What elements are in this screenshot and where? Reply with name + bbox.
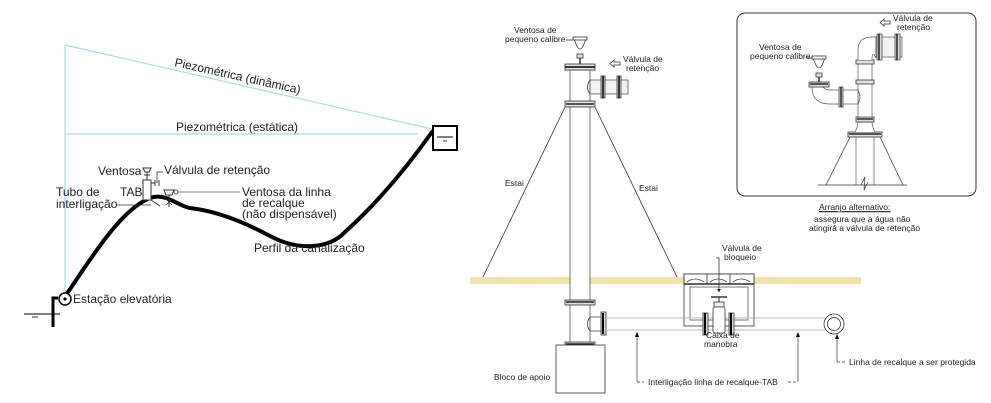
label-ventosa-linha-1: Ventosa da linha xyxy=(242,185,331,199)
inset-caption-title: Arranjo alternativo: xyxy=(819,202,890,212)
small-air-valve xyxy=(566,36,588,64)
tab-tank-small xyxy=(117,167,163,207)
inset-arrow-left-icon xyxy=(879,18,891,27)
inset-caption-line-2: atingirá a válvula de retenção xyxy=(809,223,920,233)
ventosa-icon xyxy=(142,167,152,180)
label-ventosa-pc-1: Ventosa de xyxy=(514,25,557,35)
inset-air-valve xyxy=(806,55,827,82)
tab-vertical-pipe xyxy=(564,63,596,371)
label-ventosa: Ventosa xyxy=(98,164,142,178)
label-valvula-bloq-1: Válvula de xyxy=(722,243,762,253)
label-ventosa-linha-3: (não dispensável) xyxy=(242,207,337,221)
label-tab: TAB xyxy=(120,185,142,199)
label-linha-protegida: Linha de recalque a ser protegida xyxy=(849,357,976,367)
stay-cable-left xyxy=(482,104,567,278)
piezometric-dynamic-line xyxy=(64,44,433,130)
gate-valve-icon xyxy=(702,257,735,336)
inset-label-ventosa-pc-2: pequeno calibre xyxy=(750,51,811,61)
support-block xyxy=(555,344,606,394)
ground-level-band xyxy=(470,277,861,284)
label-ventosa-linha-2: de recalque xyxy=(242,196,305,210)
alternative-arrangement-inset: Válvula de retenção Ventosa de pequeno c… xyxy=(736,12,977,233)
label-valvula-retencao: Válvula de retenção xyxy=(164,163,270,177)
inset-base xyxy=(818,116,907,191)
label-tubo-de: Tubo de xyxy=(56,185,100,199)
leader-lines xyxy=(635,332,846,383)
pipeline-profile-curve xyxy=(62,130,434,300)
label-piezo-dynamic: Piezométrica (dinâmica) xyxy=(173,55,302,97)
label-interligacao-tab: Interligação linha de recalque-TAB xyxy=(648,377,778,387)
upper-reservoir xyxy=(432,125,458,151)
label-valvula-bloq-2: bloqueio xyxy=(724,252,756,262)
label-valvula-ret-1: Válvula de xyxy=(623,54,663,64)
label-estai-right: Estai xyxy=(639,183,658,193)
label-caixa-2: manobra xyxy=(704,339,738,349)
label-perfil-canalizacao: Perfil da canalização xyxy=(254,241,365,255)
pump-station xyxy=(24,292,72,327)
inset-label-valvula-ret-1: Válvula de xyxy=(893,13,933,23)
inset-frame xyxy=(736,12,977,197)
pipeline-profile-diagram: Piezométrica (dinâmica) Piezométrica (es… xyxy=(24,44,458,327)
label-caixa-1: Caixa de xyxy=(706,330,740,340)
label-estai-left: Estai xyxy=(505,178,524,188)
label-interligacao: interligação xyxy=(56,197,118,211)
label-piezo-static: Piezométrica (estática) xyxy=(176,120,298,134)
valve-chamber xyxy=(683,257,755,336)
label-bloco-apoio: Bloco de apoio xyxy=(494,372,551,382)
label-ventosa-pc-2: pequeno calibre xyxy=(505,34,566,44)
label-estacao-elevatoria: Estação elevatória xyxy=(73,292,172,306)
tab-installation-detail: Estai Estai Ventosa de pequeno calibr xyxy=(470,25,976,394)
line-air-valve xyxy=(163,189,240,207)
horizontal-interconnect-pipe xyxy=(587,311,845,336)
arrow-left-icon xyxy=(609,59,621,68)
stay-cable-right xyxy=(593,104,678,278)
inset-caption-line-1: assegura que a água não xyxy=(814,214,911,224)
inset-label-valvula-ret-2: retenção xyxy=(897,22,930,32)
inset-label-ventosa-pc-1: Ventosa de xyxy=(759,42,802,52)
label-valvula-ret-2: retenção xyxy=(626,63,659,73)
check-valve-top xyxy=(587,59,629,99)
